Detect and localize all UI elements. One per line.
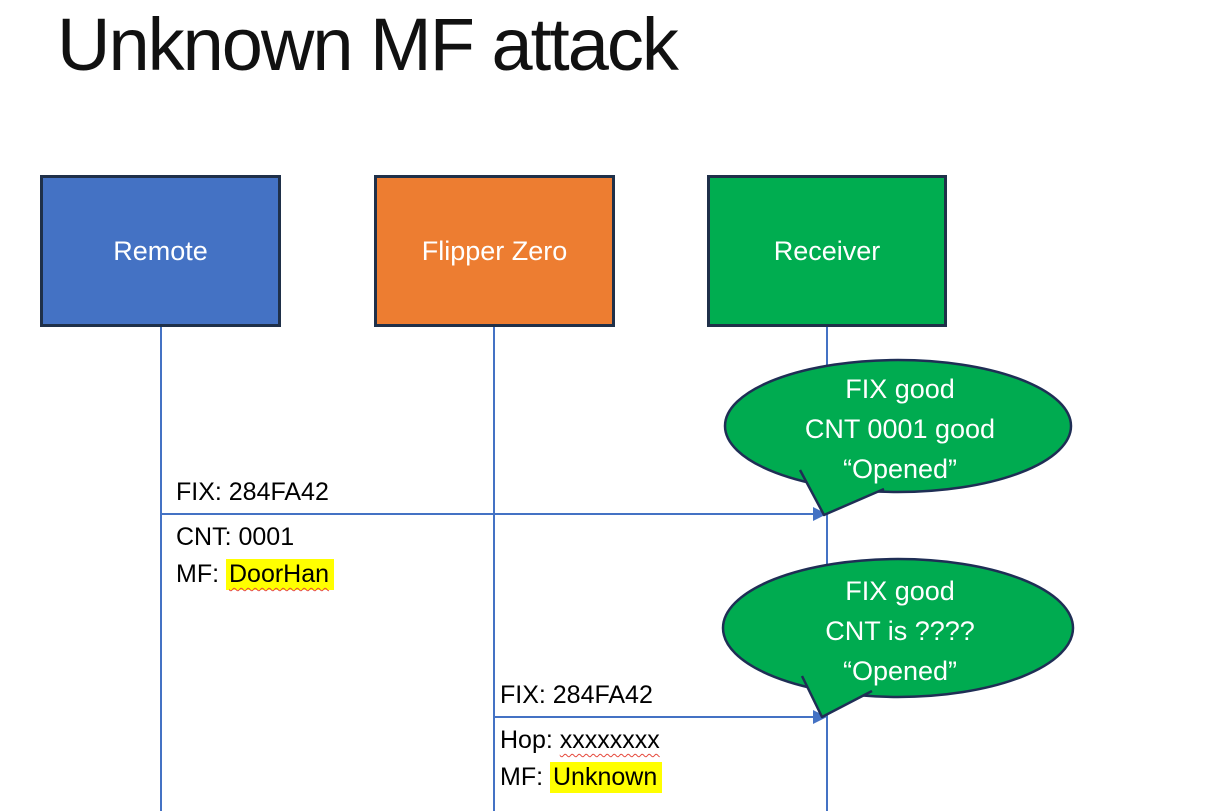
bubble2-line1: FIX good: [845, 576, 955, 606]
message2-arrow-line: [494, 716, 814, 718]
slide-title: Unknown MF attack: [57, 3, 679, 86]
field-prefix: MF:: [176, 560, 226, 588]
bubble2-line3: “Opened”: [842, 656, 958, 686]
bubble2-line2: CNT is ????: [825, 616, 975, 646]
speech-bubble-1-text: FIX good CNT 0001 good “Opened”: [760, 369, 1040, 489]
message2-labels-below: Hop: xxxxxxxx MF: Unknown: [500, 722, 663, 796]
actor-box-flipper-zero: Flipper Zero: [374, 175, 615, 327]
actor-label-flipper-zero: Flipper Zero: [421, 235, 568, 266]
actor-label-remote: Remote: [113, 235, 208, 266]
field-prefix: MF:: [500, 763, 550, 791]
field-value: 0001: [238, 523, 295, 551]
field-value-highlighted: Unknown: [550, 762, 663, 793]
bubble1-line1: FIX good: [845, 374, 955, 404]
message2-label-hop: Hop: xxxxxxxx: [500, 722, 662, 759]
message1-label-mf: MF: DoorHan: [176, 556, 335, 593]
field-value-squiggled: xxxxxxxx: [559, 726, 660, 754]
message1-label-fix: FIX: 284FA42: [176, 478, 329, 506]
field-prefix: CNT:: [176, 523, 239, 551]
lifeline-flipper-zero: [493, 327, 495, 811]
message2-label-mf: MF: Unknown: [500, 759, 663, 796]
speech-bubble-2-text: FIX good CNT is ???? “Opened”: [760, 571, 1040, 691]
message1-labels-below: CNT: 0001 MF: DoorHan: [176, 519, 335, 593]
message1-arrow-line: [161, 513, 814, 515]
actor-box-remote: Remote: [40, 175, 281, 327]
bubble1-line3: “Opened”: [842, 454, 958, 484]
actor-label-receiver: Receiver: [773, 235, 881, 266]
message1-label-cnt: CNT: 0001: [176, 519, 334, 556]
speech-bubble-2: [721, 557, 1075, 719]
field-value-highlighted: DoorHan: [226, 559, 335, 590]
lifeline-remote: [160, 327, 162, 811]
bubble1-line2: CNT 0001 good: [804, 414, 996, 444]
field-prefix: Hop:: [500, 726, 560, 754]
message2-label-fix: FIX: 284FA42: [500, 681, 653, 709]
speech-bubble-1: [723, 358, 1073, 517]
actor-box-receiver: Receiver: [707, 175, 947, 327]
